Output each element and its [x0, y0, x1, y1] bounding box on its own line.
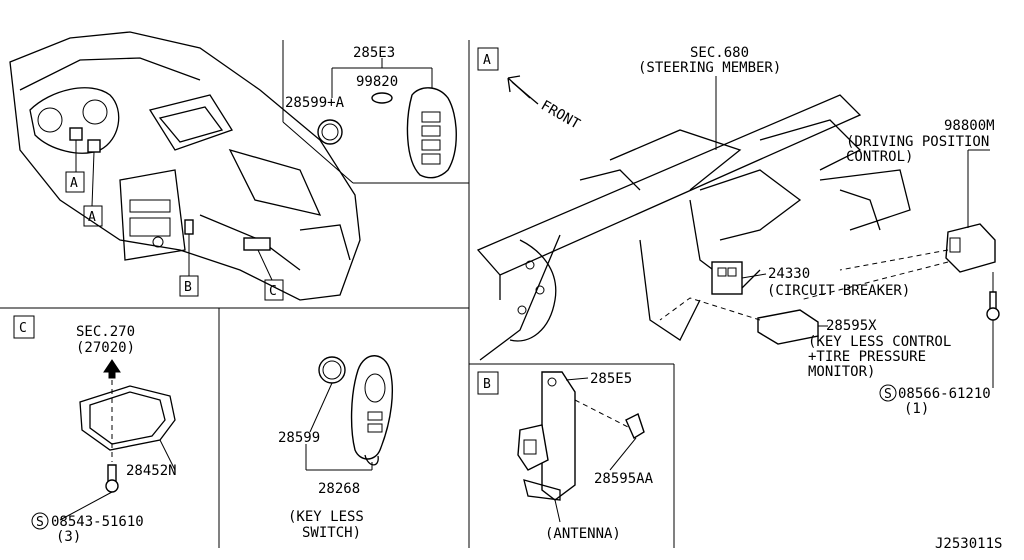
- callout-label: C: [19, 321, 27, 336]
- antenna-screw: [625, 413, 645, 440]
- callout-label: B: [483, 377, 491, 392]
- switch-battery-part-number: 28599: [278, 430, 320, 446]
- callout-a-lower: A: [83, 205, 103, 227]
- antenna-drawing: [517, 371, 645, 523]
- dpc-name-2: CONTROL): [846, 149, 913, 165]
- front-arrow: [507, 75, 539, 105]
- c-sec-sub: (27020): [76, 340, 135, 356]
- front-label: FRONT: [538, 98, 583, 133]
- callout-label: C: [269, 284, 277, 299]
- key-fob-group: [317, 58, 457, 179]
- breaker-part-number: 24330: [768, 266, 810, 282]
- instrument-panel-drawing: [9, 31, 361, 301]
- steering-sec-ref: SEC.680: [690, 45, 749, 61]
- c-bracket: [59, 380, 176, 521]
- callout-b-section: B: [477, 371, 499, 395]
- switch-part-number: 28268: [318, 481, 360, 497]
- c-bracket-part-number: 28452N: [126, 463, 177, 479]
- c-bolt-qty: (3): [56, 529, 81, 545]
- switch-caption-2: SWITCH): [302, 525, 361, 541]
- callout-label: B: [184, 280, 192, 295]
- antenna-bracket-part-number: 285E5: [590, 371, 632, 387]
- c-bolt-part-number: 08543-51610: [51, 514, 144, 530]
- callout-label: A: [70, 176, 78, 191]
- breaker-name: (CIRCUIT BREAKER): [767, 283, 910, 299]
- emblem: [371, 92, 393, 104]
- dpc-part-number: 98800M: [944, 118, 995, 134]
- circuit-breaker: [711, 261, 767, 295]
- klc-name-1: (KEY LESS CONTROL: [808, 334, 951, 350]
- klc-name-2: +TIRE PRESSURE: [808, 349, 926, 365]
- keyless-control-unit: [659, 297, 828, 345]
- callout-c-panel: C: [264, 279, 284, 301]
- keyless-switch-drawing: [305, 355, 394, 471]
- callout-c-section: C: [13, 315, 35, 339]
- callout-a-section: A: [477, 47, 499, 71]
- switch-caption-1: (KEY LESS: [288, 509, 364, 525]
- dpc-name-1: (DRIVING POSITION: [846, 134, 989, 150]
- steering-member-drawing: [476, 94, 911, 361]
- drawing-id: J253011S: [935, 536, 1002, 552]
- antenna-caption: (ANTENNA): [545, 526, 621, 542]
- steering-bolt-qty: (1): [904, 401, 929, 417]
- bolt: [989, 291, 997, 311]
- battery-part-number: 28599+A: [285, 95, 345, 111]
- klc-name-3: MONITOR): [808, 364, 875, 380]
- key-fob-body: [406, 87, 457, 179]
- bolt-08566-label: S: [879, 384, 897, 402]
- frame-lines: [0, 40, 675, 548]
- key-fob-part-number: 285E3: [353, 45, 395, 61]
- callout-b-panel: B: [179, 275, 199, 297]
- bolt-symbol: S: [36, 515, 44, 530]
- callout-a-upper: A: [65, 171, 85, 193]
- keyless-remote: [350, 355, 394, 460]
- bolt-08543-label: S: [31, 512, 49, 530]
- emblem-part-number: 99820: [356, 74, 398, 90]
- steering-sec-name: (STEERING MEMBER): [638, 60, 781, 76]
- c-up-arrow: [103, 359, 121, 379]
- bolt-symbol: S: [884, 387, 892, 402]
- callout-label: A: [88, 210, 96, 225]
- c-sec-ref: SEC.270: [76, 324, 135, 340]
- callout-label: A: [483, 53, 491, 68]
- steering-bolt-part-number: 08566-61210: [898, 386, 991, 402]
- driving-position-control-unit: [799, 149, 1000, 388]
- klc-part-number: 28595X: [826, 318, 877, 334]
- antenna-part-number: 28595AA: [594, 471, 654, 487]
